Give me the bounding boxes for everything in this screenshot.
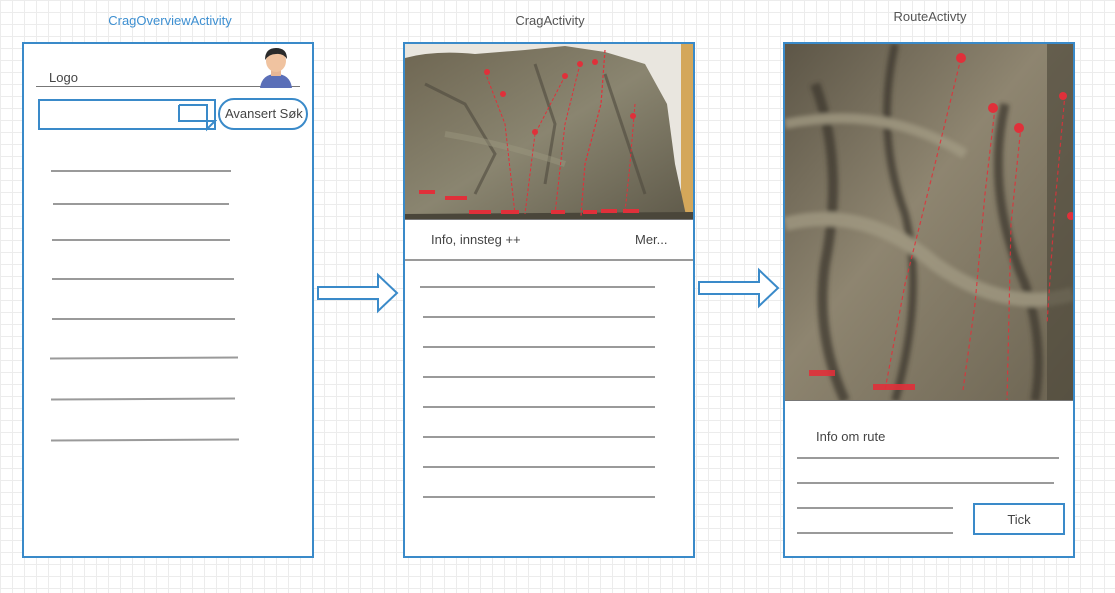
list-item[interactable] xyxy=(52,318,235,320)
route-photo[interactable] xyxy=(785,44,1073,401)
info-line xyxy=(797,507,953,509)
route-screen: Info om rute Tick xyxy=(783,42,1075,558)
list-item[interactable] xyxy=(53,203,229,205)
info-divider xyxy=(405,259,693,261)
route-screen-title: RouteActivty xyxy=(893,9,967,24)
arrow-right-icon xyxy=(317,272,399,314)
info-line xyxy=(797,457,1059,459)
list-item[interactable] xyxy=(49,356,239,360)
list-item[interactable] xyxy=(50,397,236,401)
tick-button[interactable]: Tick xyxy=(973,503,1065,535)
list-item[interactable] xyxy=(51,170,231,172)
list-item[interactable] xyxy=(423,316,655,318)
arrow-right-icon xyxy=(698,267,780,309)
logo: Logo xyxy=(49,70,78,85)
photo-divider xyxy=(405,219,693,220)
photo-divider xyxy=(785,400,1073,401)
list-item[interactable] xyxy=(423,376,655,378)
list-item[interactable] xyxy=(52,278,234,280)
info-line xyxy=(797,482,1054,484)
list-item[interactable] xyxy=(52,239,230,241)
crag-info-label: Info, innsteg ++ xyxy=(431,232,521,247)
header-divider xyxy=(36,86,300,87)
info-line xyxy=(797,532,953,534)
list-item[interactable] xyxy=(420,286,655,288)
list-item[interactable] xyxy=(423,436,655,438)
more-link[interactable]: Mer... xyxy=(635,232,668,247)
crag-screen: Info, innsteg ++ Mer... xyxy=(403,42,695,558)
route-info-label: Info om rute xyxy=(816,429,886,444)
list-item[interactable] xyxy=(423,406,655,408)
list-item[interactable] xyxy=(423,466,655,468)
list-item[interactable] xyxy=(50,438,240,442)
advanced-search-label: Avansert Søk xyxy=(225,106,303,121)
list-item[interactable] xyxy=(423,346,655,348)
avatar-icon[interactable] xyxy=(256,46,296,88)
crag-screen-title: CragActivity xyxy=(515,13,585,28)
list-item[interactable] xyxy=(423,496,655,498)
advanced-search-button[interactable]: Avansert Søk xyxy=(218,98,308,130)
speech-bubble-icon xyxy=(178,104,217,132)
overview-screen: Logo Avansert Søk xyxy=(22,42,314,558)
crag-photo[interactable] xyxy=(405,44,693,220)
overview-screen-title: CragOverviewActivity xyxy=(108,13,232,28)
tick-button-label: Tick xyxy=(1007,512,1031,527)
